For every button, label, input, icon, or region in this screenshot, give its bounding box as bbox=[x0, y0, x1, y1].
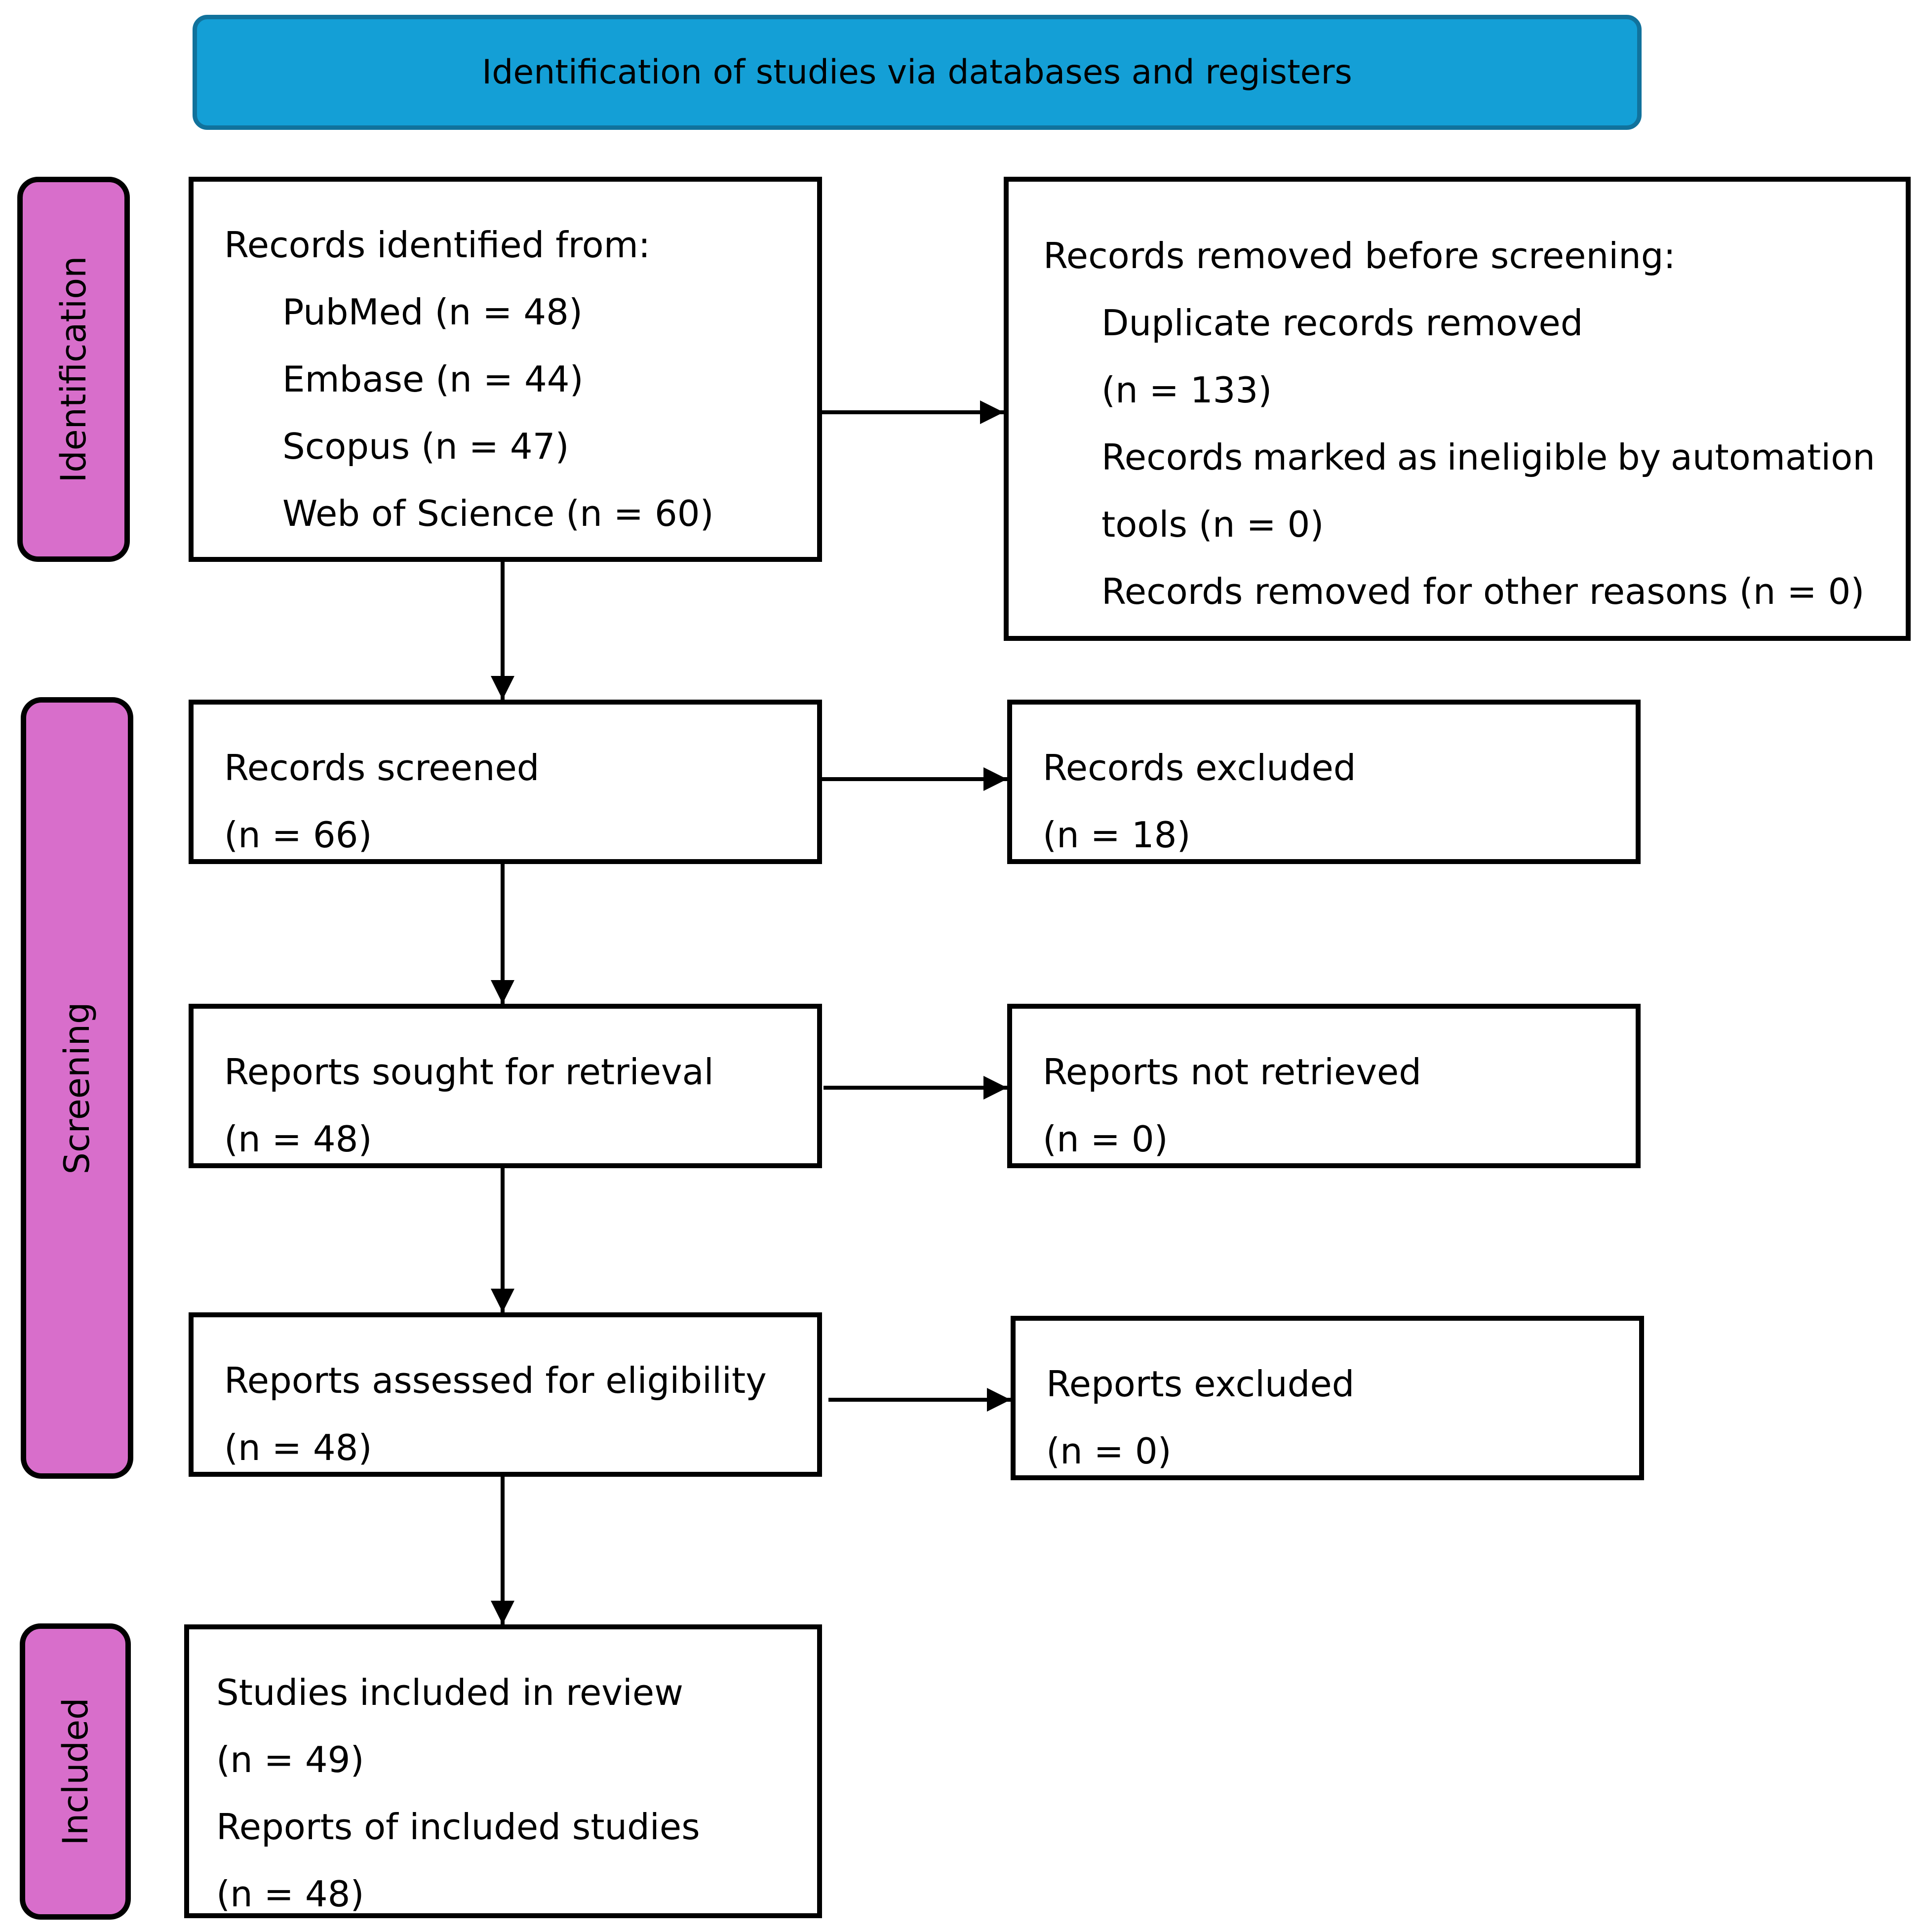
reports-sought-label: Reports sought for retrieval bbox=[224, 1051, 714, 1093]
reports-excluded-box: Reports excluded (n = 0) bbox=[1011, 1316, 1644, 1480]
automation-word: automation bbox=[1670, 436, 1875, 478]
header-title: Identification of studies via databases … bbox=[482, 53, 1352, 92]
records-identified-box: Records identified from: PubMed (n = 48)… bbox=[189, 177, 822, 562]
reports-sought-box: Reports sought for retrieval (n = 48) bbox=[189, 1004, 822, 1168]
source-pubmed: PubMed (n = 48) bbox=[282, 291, 583, 333]
automation-word: as bbox=[1397, 436, 1438, 478]
reports-included-label: Reports of included studies bbox=[216, 1806, 700, 1848]
reports-not-retrieved-label: Reports not retrieved bbox=[1043, 1051, 1421, 1093]
studies-included-box: Studies included in review (n = 49) Repo… bbox=[184, 1624, 822, 1918]
header-bar: Identification of studies via databases … bbox=[193, 15, 1642, 130]
automation-word: marked bbox=[1252, 436, 1387, 478]
records-excluded-box: Records excluded (n = 18) bbox=[1007, 700, 1641, 864]
records-removed-heading: Records removed before screening: bbox=[1043, 235, 1676, 276]
source-scopus: Scopus (n = 47) bbox=[282, 426, 569, 467]
studies-included-label: Studies included in review bbox=[216, 1672, 684, 1713]
reports-sought-count: (n = 48) bbox=[224, 1118, 372, 1160]
records-identified-heading: Records identified from: bbox=[224, 224, 651, 266]
automation-rest: tools (n = 0) bbox=[1101, 504, 1324, 545]
reports-not-retrieved-count: (n = 0) bbox=[1043, 1118, 1168, 1160]
studies-included-count: (n = 49) bbox=[216, 1739, 364, 1780]
reports-not-retrieved-box: Reports not retrieved (n = 0) bbox=[1007, 1004, 1641, 1168]
phase-identification: Identification bbox=[17, 177, 130, 562]
source-web-of-science: Web of Science (n = 60) bbox=[282, 493, 714, 534]
records-excluded-count: (n = 18) bbox=[1043, 814, 1191, 856]
reports-included-count: (n = 48) bbox=[216, 1873, 364, 1915]
phase-included: Included bbox=[20, 1623, 131, 1920]
reports-assessed-count: (n = 48) bbox=[224, 1427, 372, 1468]
reports-assessed-label: Reports assessed for eligibility bbox=[224, 1360, 767, 1401]
automation-word: by bbox=[1617, 436, 1661, 478]
duplicates-label: Duplicate records removed bbox=[1101, 302, 1583, 344]
reports-assessed-box: Reports assessed for eligibility (n = 48… bbox=[189, 1312, 822, 1477]
reports-excluded-label: Reports excluded bbox=[1046, 1363, 1355, 1405]
source-embase: Embase (n = 44) bbox=[282, 358, 584, 400]
records-screened-label: Records screened bbox=[224, 747, 540, 789]
records-screened-count: (n = 66) bbox=[224, 814, 372, 856]
phase-screening: Screening bbox=[21, 697, 133, 1479]
automation-line: Records marked as ineligible by automati… bbox=[1043, 424, 1906, 491]
automation-word: ineligible bbox=[1447, 436, 1608, 478]
removed-other: Records removed for other reasons (n = 0… bbox=[1101, 571, 1865, 612]
automation-word: Records bbox=[1101, 436, 1243, 478]
duplicates-count: (n = 133) bbox=[1101, 369, 1272, 411]
records-excluded-label: Records excluded bbox=[1043, 747, 1356, 789]
records-screened-box: Records screened (n = 66) bbox=[189, 700, 822, 864]
reports-excluded-count: (n = 0) bbox=[1046, 1430, 1172, 1472]
records-removed-box: Records removed before screening: Duplic… bbox=[1004, 177, 1911, 641]
